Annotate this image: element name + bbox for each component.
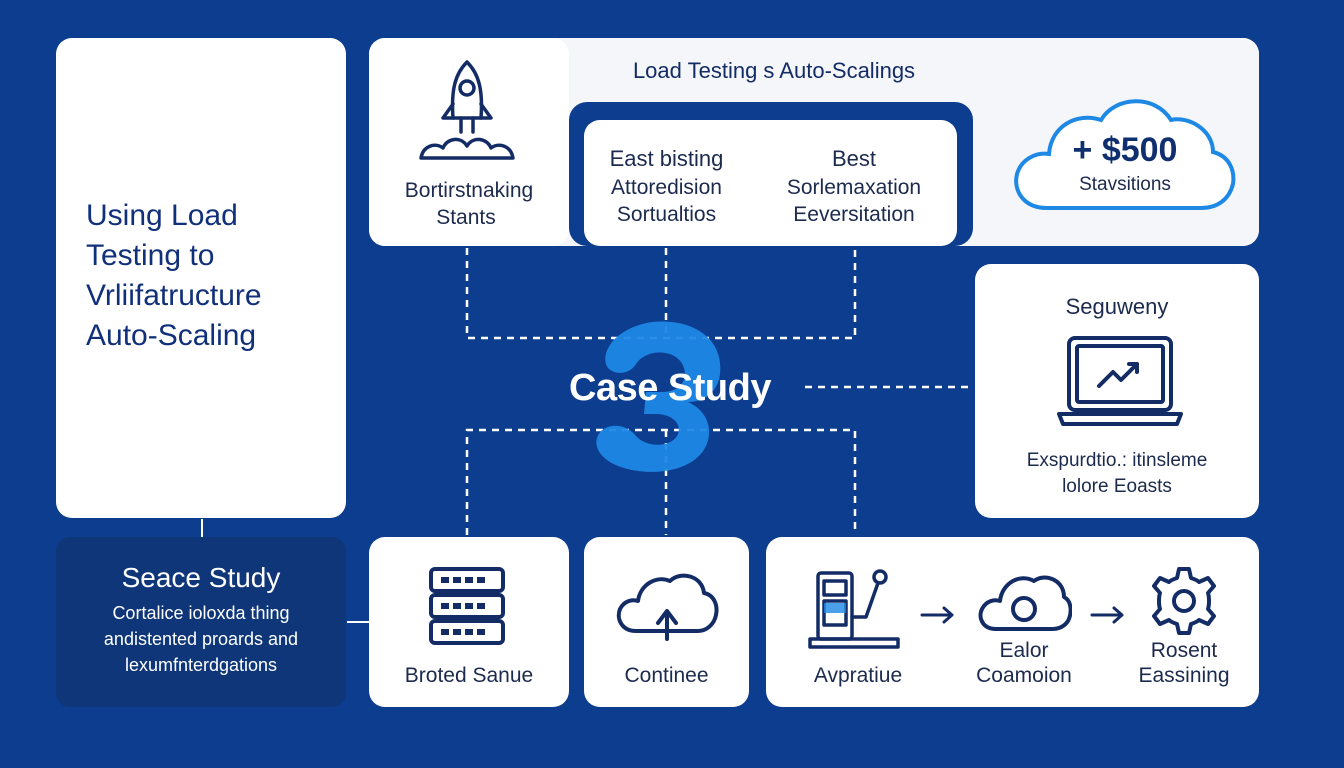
case-study-card-title: Seace Study [121, 562, 281, 593]
seguweny-card: Seguweny Exspurdtio.: itinsleme lolore E… [975, 264, 1259, 518]
comparison-card: East bisting Attoredision Sortualtios Be… [584, 120, 957, 246]
cloud-icon [1014, 99, 1236, 210]
seguweny-line1: Exspurdtio.: itinsleme [1026, 450, 1208, 471]
cloud-card-label: Contineе [624, 664, 709, 687]
flow-step3-line1: Rosent [1150, 639, 1218, 662]
comparison-left-line1: Attoredision [611, 176, 722, 199]
server-card: Broted Sanue [369, 537, 569, 707]
rocket-card-label-line2: Stants [436, 206, 496, 229]
comparison-right-line2: Eeversitation [793, 203, 915, 226]
seguweny-line2: lolore Eoasts [1062, 476, 1172, 497]
case-study-logo-icon [596, 321, 721, 472]
arrow-right-icon [920, 606, 954, 624]
comparison-left-line2: Sortualtios [616, 203, 717, 226]
savings-card: + $500 Stavsitions [975, 38, 1259, 246]
case-study-center-label: Case Study [569, 367, 771, 409]
flow-step2-line2: Coamoion [976, 664, 1072, 687]
gear-icon [1152, 567, 1216, 635]
server-rack-icon [429, 567, 505, 645]
arrow-right-icon [1090, 606, 1124, 624]
flow-step2-line1: Ealor [999, 639, 1049, 662]
header-title: Load Testing s Auto-Scalings [632, 58, 916, 83]
machine-icon [808, 569, 900, 649]
rocket-card: Bortirstnaking Stants [369, 38, 569, 246]
rocket-icon [419, 60, 515, 160]
flow-step3-line2: Eassining [1138, 664, 1230, 687]
cloud-eye-icon [978, 575, 1072, 631]
rocket-card-label-line1: Bortirstnaking [404, 179, 534, 202]
seguweny-title: Seguweny [1065, 294, 1169, 319]
comparison-right-title: Best [831, 146, 877, 171]
case-study-card: Seace Study Cortalice ioloxda thing andi… [56, 537, 346, 707]
flow-step1-label: Avpratiue [813, 664, 903, 687]
case-study-card-body: Cortalice ioloxda thing andistented proa… [103, 603, 299, 675]
page-title: Using Load Testing to Vrliifatructure Au… [86, 199, 262, 352]
savings-value: + $500 [1072, 131, 1178, 169]
laptop-chart-icon [1057, 336, 1183, 426]
title-panel: Using Load Testing to Vrliifatructure Au… [56, 38, 346, 518]
cloud-card: Contineе [584, 537, 749, 707]
cloud-upload-icon [616, 573, 719, 641]
savings-label: Stavsitions [1079, 174, 1171, 195]
comparison-right-line1: Sorlemaxation [786, 176, 922, 199]
comparison-left-title: East bisting [609, 146, 724, 171]
process-flow-card: Avpratiue Ealor Coamoion Rosent Eassinin… [766, 537, 1259, 707]
server-card-label: Broted Sanue [404, 664, 534, 687]
